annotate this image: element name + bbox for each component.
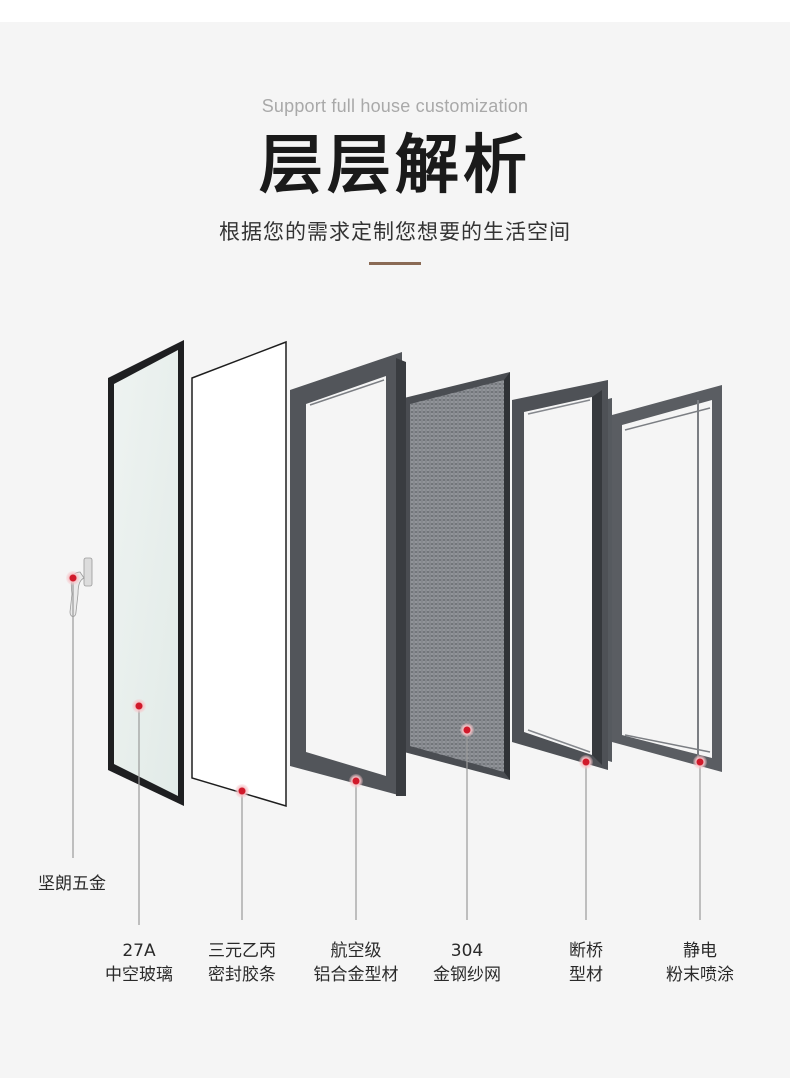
marker-dot-sealant bbox=[235, 784, 249, 798]
label-bridge-line1: 断桥 bbox=[569, 941, 603, 961]
marker-dot-coating bbox=[693, 755, 707, 769]
label-bridge: 断桥 型材 bbox=[536, 939, 636, 987]
bridge-sash-frame bbox=[512, 380, 608, 770]
label-aluminum-line1: 航空级 bbox=[330, 941, 382, 961]
marker-dot-mesh bbox=[460, 723, 474, 737]
label-hardware: 坚朗五金 bbox=[22, 872, 122, 896]
insulated-glass-pane bbox=[108, 340, 184, 806]
tagline: 根据您的需求定制您想要的生活空间 bbox=[219, 220, 571, 244]
leader-lines bbox=[72, 578, 701, 925]
label-coating-line1: 静电 bbox=[683, 941, 717, 961]
marker-dot-hardware bbox=[66, 571, 80, 585]
label-coating: 静电 粉末喷涂 bbox=[648, 939, 752, 987]
marker-dots bbox=[66, 571, 707, 798]
label-glass: 27A 中空玻璃 bbox=[89, 939, 189, 987]
label-mesh-line1: 304 bbox=[450, 941, 484, 961]
label-sealant-line1: 三元乙丙 bbox=[208, 941, 276, 961]
label-bridge-line2: 型材 bbox=[569, 965, 603, 985]
label-coating-line2: 粉末喷涂 bbox=[666, 965, 734, 985]
epdm-sealing-strip bbox=[191, 340, 287, 808]
marker-dot-bridge bbox=[579, 755, 593, 769]
label-hardware-line1: 坚朗五金 bbox=[38, 874, 106, 894]
accent-divider bbox=[369, 262, 421, 265]
label-aluminum-line2: 铝合金型材 bbox=[313, 965, 399, 985]
label-glass-line1: 27A bbox=[122, 941, 156, 961]
page-title: 层层解析 bbox=[259, 128, 531, 203]
label-mesh: 304 金钢纱网 bbox=[417, 939, 517, 987]
powder-coated-frame bbox=[608, 385, 722, 772]
stainless-mesh-screen bbox=[404, 372, 510, 780]
label-sealant-line2: 密封胶条 bbox=[208, 965, 276, 985]
english-subtitle: Support full house customization bbox=[261, 96, 529, 116]
marker-dot-aluminum bbox=[349, 774, 363, 788]
label-mesh-line2: 金钢纱网 bbox=[433, 965, 501, 985]
label-sealant: 三元乙丙 密封胶条 bbox=[192, 939, 292, 987]
label-glass-line2: 中空玻璃 bbox=[105, 965, 173, 985]
marker-dot-glass bbox=[132, 699, 146, 713]
label-aluminum: 航空级 铝合金型材 bbox=[296, 939, 416, 987]
aluminum-frame bbox=[290, 352, 406, 796]
